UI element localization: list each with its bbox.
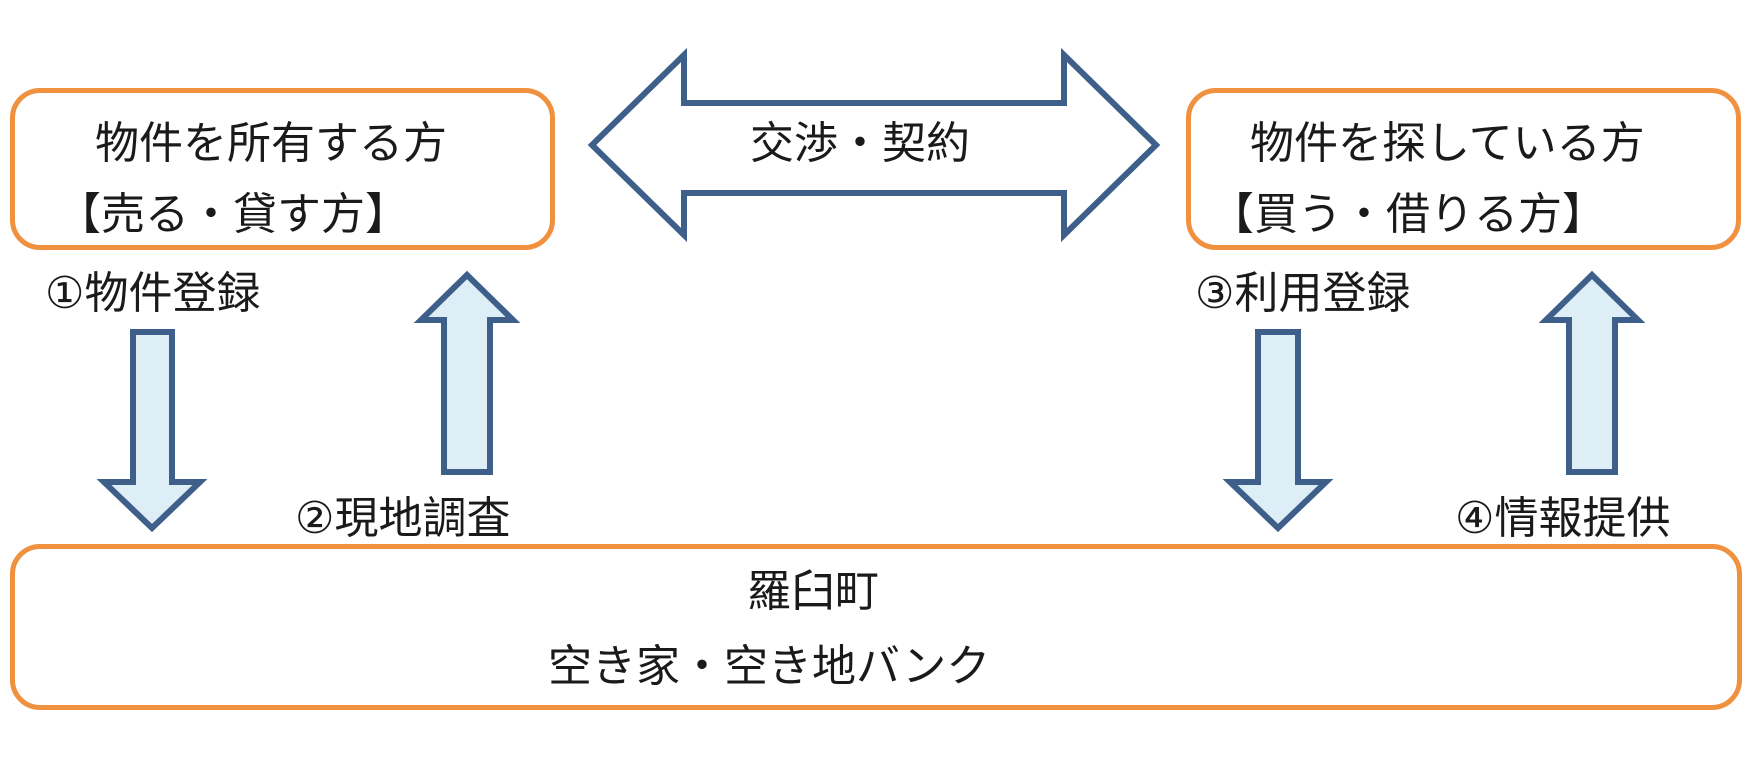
owner-subtitle: 【売る・貸す方】	[57, 189, 409, 240]
step-1-label: ①物件登録	[45, 268, 261, 319]
bank-box	[10, 544, 1742, 710]
owner-down-arrow	[96, 329, 208, 533]
owner-up-arrow	[413, 270, 521, 475]
seeker-subtitle: 【買う・借りる方】	[1210, 189, 1606, 240]
step-3-label: ③利用登録	[1195, 268, 1411, 319]
negotiation-label: 交渉・契約	[750, 118, 970, 169]
owner-title: 物件を所有する方	[95, 118, 447, 169]
seeker-down-arrow	[1222, 329, 1334, 533]
seeker-up-arrow	[1538, 270, 1646, 475]
step-2-label: ②現地調査	[295, 493, 511, 544]
bank-name: 空き家・空き地バンク	[548, 641, 991, 692]
seeker-title: 物件を探している方	[1250, 118, 1645, 169]
negotiation-double-arrow	[587, 47, 1161, 243]
owner-box	[10, 88, 555, 250]
step-4-label: ④情報提供	[1455, 493, 1671, 544]
bank-title: 羅臼町	[747, 566, 879, 617]
seeker-box	[1186, 88, 1741, 250]
